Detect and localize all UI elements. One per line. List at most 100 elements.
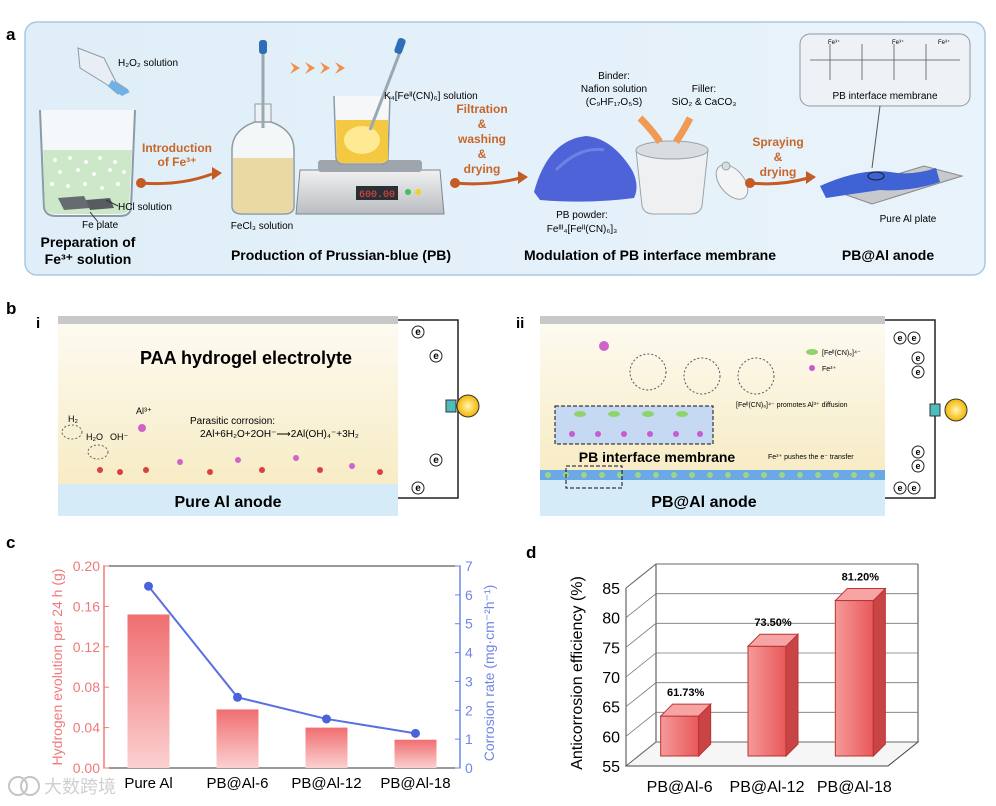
filler-label-1: Filler: — [692, 84, 716, 95]
hcl-beaker-icon — [39, 109, 136, 223]
pb-powder-icon — [534, 136, 637, 202]
y-tick-label: 0.12 — [73, 639, 100, 655]
pb-membrane-label: PB interface membrane — [832, 91, 937, 102]
bar-side — [872, 587, 886, 758]
y2-tick-label: 5 — [465, 616, 473, 632]
bar-hydrogen — [127, 614, 170, 768]
intro-line2: of Fe³⁺ — [158, 155, 197, 169]
grid-line — [625, 563, 918, 589]
corrosion-point — [322, 714, 331, 724]
grid-line — [625, 711, 918, 737]
panel-d-letter: d — [526, 543, 536, 562]
k4-solution-label: K₄[Feᴵᴵ(CN)₆] solution — [384, 91, 478, 102]
legend-fecn: [Feᴵᴵ(CN)₆]⁴⁻ — [822, 350, 861, 357]
y-tick-label: 80 — [602, 611, 620, 628]
fecl3-label: FeCl₃ solution — [231, 221, 293, 232]
binder-label-2: Nafion solution — [581, 84, 647, 95]
h2-label: H₂ — [68, 414, 78, 424]
electron-ii-7: e — [897, 483, 902, 493]
bar-top — [659, 703, 712, 717]
spraying-word-2: & — [774, 150, 783, 164]
electron-ii-5: e — [915, 447, 920, 457]
y2-tick-label: 6 — [465, 587, 473, 603]
x-tick-label: Pure Al — [124, 775, 172, 792]
anode-title: PB@Al anode — [842, 247, 934, 263]
electron-i-3: e — [433, 455, 439, 466]
y-tick-label: 70 — [602, 670, 620, 687]
chart-d: 5560657075808561.73%PB@Al-673.50%PB@Al-1… — [569, 563, 920, 796]
y2-tick-label: 1 — [465, 731, 473, 747]
y-axis-label: Hydrogen evolution per 24 h (g) — [49, 569, 65, 766]
x-tick-label: PB@Al-18 — [817, 779, 892, 796]
pb-structure-box: Fe³⁺ Fe³⁺ Fe³⁺ PB interface membrane — [799, 33, 971, 169]
y-axis-label: Anticorrosion efficiency (%) — [569, 576, 586, 770]
pure-al-plate-label: Pure Al plate — [880, 214, 937, 225]
y2-tick-label: 2 — [465, 702, 473, 718]
pushes-label: Fe³⁺ pushes the e⁻ transfer — [768, 454, 854, 461]
parasitic-label-2: 2Al+6H₂O+2OH⁻⟶2Al(OH)₄⁻+3H₂ — [200, 429, 359, 440]
x-tick-label: PB@Al-6 — [207, 775, 269, 792]
light-bulb-icon — [445, 394, 480, 418]
grid-line — [625, 593, 918, 618]
watermark: 大数跨境 — [8, 776, 116, 798]
y-tick-label: 0.20 — [73, 558, 100, 574]
legend-fe3: Fe³⁺ — [822, 366, 837, 373]
pb-structure-fe3-c: Fe³⁺ — [938, 39, 950, 46]
panel-b-letter: b — [6, 299, 16, 318]
grid-line — [625, 741, 918, 767]
y2-tick-label: 0 — [465, 760, 473, 776]
light-bulb-ii-icon — [929, 398, 968, 422]
binder-label-1: Binder: — [598, 71, 630, 82]
al3-label: Al³⁺ — [136, 406, 152, 416]
y-tick-label: 65 — [602, 700, 620, 717]
bar-top — [746, 633, 800, 647]
filtration-word-5: drying — [464, 162, 501, 176]
pb-al-anode-label: PB@Al anode — [651, 494, 756, 511]
filler-label-2: SiO₂ & CaCO₃ — [672, 97, 737, 108]
bar-hydrogen — [216, 709, 259, 768]
released-al-ion-icon — [599, 341, 609, 351]
y-tick-label: 60 — [602, 729, 620, 746]
electron-ii-3: e — [915, 353, 920, 363]
y2-tick-label: 4 — [465, 645, 473, 661]
bar-front — [747, 645, 787, 757]
arrow-filtration-icon — [450, 171, 528, 188]
grid-line — [625, 652, 918, 678]
y-tick-label: 0.00 — [73, 760, 100, 776]
bar-front — [834, 600, 874, 757]
balance-icon: 600.00 — [295, 37, 445, 215]
balance-reading: 600.00 — [359, 190, 395, 201]
panel-b-ii: ii [Feᴵᴵ(CN)₆]⁴⁻ — [516, 315, 968, 516]
arrow-spraying-icon — [745, 171, 816, 188]
y-tick-label: 55 — [602, 759, 620, 776]
watermark-text: 大数跨境 — [44, 777, 116, 798]
electron-i-2: e — [433, 351, 439, 362]
corrosion-point — [411, 728, 420, 738]
parasitic-label-1: Parasitic corrosion: — [190, 416, 275, 427]
bar-top — [834, 588, 887, 602]
bar-value-label: 81.20% — [842, 572, 880, 584]
prep-title-line1: Preparation of — [41, 234, 136, 250]
circuit-wire-ii — [885, 319, 936, 499]
hcl-label: HCl solution — [118, 202, 172, 213]
panel-a-letter: a — [6, 25, 16, 44]
bar-value-label: 61.73% — [667, 687, 705, 699]
surface-molecules-icon — [97, 455, 383, 475]
mortar-icon — [635, 115, 749, 215]
filtration-word-4: & — [478, 147, 487, 161]
modulation-title: Modulation of PB interface membrane — [524, 247, 776, 263]
corrosion-point — [233, 692, 242, 702]
electron-ii-6: e — [915, 461, 920, 471]
bar-hydrogen — [305, 727, 348, 768]
spraying-word-3: drying — [760, 165, 797, 179]
bar-hydrogen — [394, 739, 437, 768]
intro-line1: Introduction — [142, 141, 212, 155]
panel-b: b i PAA hydrogel electrolyte H₂ H₂O OH⁻ … — [6, 299, 968, 516]
bar-side — [785, 633, 799, 758]
y-tick-label: 0.08 — [73, 679, 100, 695]
filtration-word-1: Filtration — [456, 102, 507, 116]
x-tick-label: PB@Al-12 — [291, 775, 361, 792]
pure-al-anode-label: Pure Al anode — [175, 494, 282, 511]
